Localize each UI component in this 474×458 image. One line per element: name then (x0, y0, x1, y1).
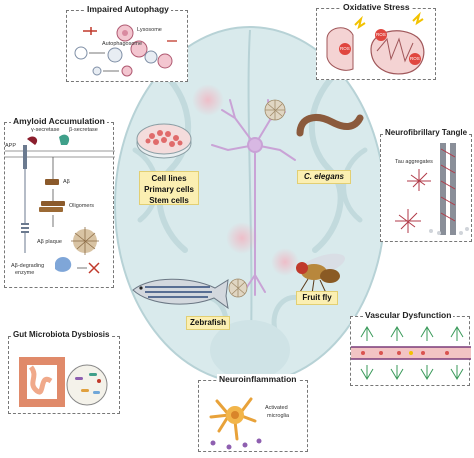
vascular-illustration (351, 326, 471, 380)
cell-model-label: Primary cells (144, 185, 194, 194)
ros-label: ROS (410, 56, 420, 61)
fruit-fly-tag: Fruit fly (296, 291, 338, 305)
pathology-glow (271, 248, 299, 276)
amyloid-panel: Amyloid Accumulation γ-secretase β-secre… (4, 116, 115, 288)
abeta-label: Aβ (63, 179, 70, 185)
cell-model-label: Stem cells (149, 196, 189, 205)
pathology-glow (192, 84, 224, 116)
microglia-label: microglia (267, 413, 290, 419)
gut-illustration (19, 357, 108, 407)
panel-title: Amyloid Accumulation (11, 116, 107, 126)
autophagy-illustration (74, 24, 177, 77)
cell-model-label: Cell lines (151, 174, 187, 183)
oxidative-stress-panel: Oxidative Stress ROS ROS ROS (316, 2, 436, 80)
ros-label: ROS (340, 46, 350, 51)
panel-title: Oxidative Stress (341, 2, 412, 12)
panel-title: Vascular Dysfunction (363, 310, 454, 320)
petri-dish-icon (136, 123, 192, 159)
zebrafish-tag: Zebrafish (186, 316, 230, 330)
c-elegans-icon (296, 114, 364, 137)
gamma-secretase-label: γ-secretase (31, 127, 60, 133)
beta-secretase-label: β-secretase (69, 127, 98, 133)
tangle-panel: Neurofibrillary Tangle Tau aggregates (380, 128, 472, 242)
pathology-glow (226, 222, 258, 254)
enzyme-label: Aβ-degrading (11, 263, 45, 269)
panel-title: Neurofibrillary Tangle (383, 128, 470, 137)
neuroinflammation-illustration (209, 397, 262, 450)
tangle-illustration (395, 143, 469, 235)
panel-title: Neuroinflammation (217, 374, 299, 384)
panel-title: Impaired Autophagy (85, 4, 171, 14)
c-elegans-tag: C. elegans (297, 170, 351, 184)
microglia-label: Activated (265, 405, 288, 411)
plaque-label: Aβ plaque (37, 239, 62, 245)
amyloid-illustration (5, 134, 115, 274)
neuroinflammation-panel: Neuroinflammation Activated microglia (198, 374, 308, 452)
oligomers-label: Oligomers (69, 203, 95, 209)
tau-label: Tau aggregates (395, 159, 433, 165)
autophagosome-label: Autophagosome (102, 41, 143, 47)
cell-models-tag: Cell lines Primary cells Stem cells (139, 171, 199, 205)
fruit-fly-icon (296, 253, 345, 295)
gut-panel: Gut Microbiota Dysbiosis (8, 330, 120, 414)
autophagy-panel: Impaired Autophagy Lysosome Autophagosom… (66, 4, 188, 82)
vascular-panel: Vascular Dysfunction (350, 310, 471, 386)
app-label: APP (5, 143, 17, 149)
oxidative-illustration (326, 11, 425, 75)
zebrafish-icon (132, 278, 229, 310)
ros-label: ROS (376, 32, 386, 37)
enzyme-label: enzyme (15, 270, 35, 276)
panel-title: Gut Microbiota Dysbiosis (11, 330, 112, 339)
lysosome-label: Lysosome (137, 27, 162, 33)
amyloid-clump-icon (228, 99, 286, 298)
